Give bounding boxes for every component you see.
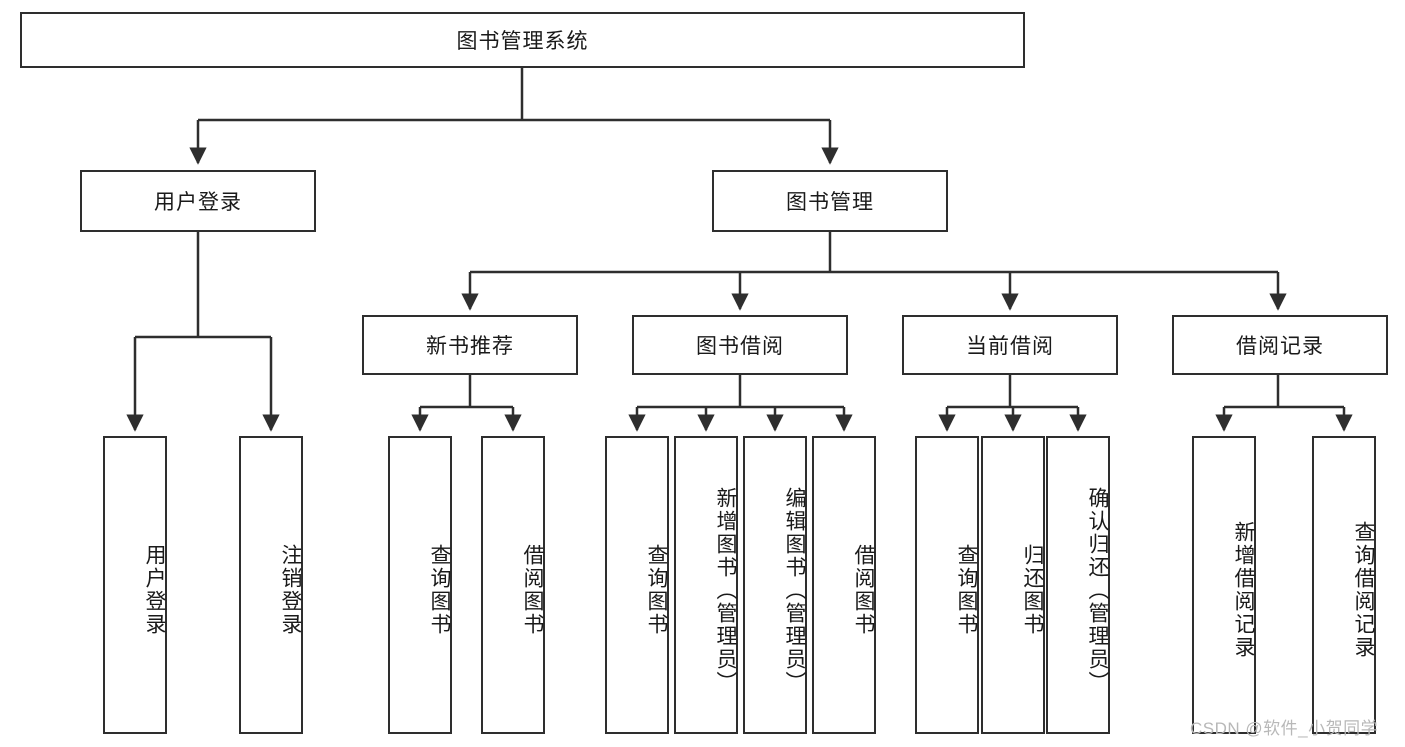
node-leaf-query-book-3-label: 查询图书 [955, 544, 978, 636]
node-current-borrow-label: 当前借阅 [966, 335, 1054, 358]
node-leaf-add-book-label: 新增图书（管理员） [714, 486, 737, 694]
node-leaf-confirm-return[interactable]: 确认归还（管理员） [1046, 436, 1110, 734]
node-book-management[interactable]: 图书管理 [712, 170, 948, 232]
node-new-book-recommend-label: 新书推荐 [426, 335, 514, 358]
node-book-borrow[interactable]: 图书借阅 [632, 315, 848, 375]
node-leaf-query-book-2[interactable]: 查询图书 [605, 436, 669, 734]
node-leaf-query-book-1-label: 查询图书 [428, 544, 451, 636]
node-borrow-record-label: 借阅记录 [1236, 335, 1324, 358]
node-leaf-borrow-book-2-label: 借阅图书 [852, 544, 875, 636]
node-leaf-borrow-book-1-label: 借阅图书 [521, 544, 544, 636]
node-root-label: 图书管理系统 [456, 30, 589, 53]
node-leaf-return-book[interactable]: 归还图书 [981, 436, 1045, 734]
node-user-login[interactable]: 用户登录 [80, 170, 316, 232]
node-leaf-return-book-label: 归还图书 [1021, 544, 1044, 636]
node-leaf-edit-book-label: 编辑图书（管理员） [783, 486, 806, 694]
node-current-borrow[interactable]: 当前借阅 [902, 315, 1118, 375]
node-new-book-recommend[interactable]: 新书推荐 [362, 315, 578, 375]
node-book-management-label: 图书管理 [786, 191, 874, 214]
csdn-watermark: CSDN @软件_小贺同学 [1190, 719, 1379, 738]
node-user-login-label: 用户登录 [154, 191, 242, 214]
node-leaf-query-book-2-label: 查询图书 [645, 544, 668, 636]
node-leaf-logout-login-label: 注销登录 [279, 544, 302, 636]
node-leaf-edit-book[interactable]: 编辑图书（管理员） [743, 436, 807, 734]
node-leaf-borrow-book-2[interactable]: 借阅图书 [812, 436, 876, 734]
node-leaf-user-login-label: 用户登录 [143, 544, 166, 636]
node-leaf-query-record[interactable]: 查询借阅记录 [1312, 436, 1376, 734]
node-leaf-borrow-book-1[interactable]: 借阅图书 [481, 436, 545, 734]
node-leaf-confirm-return-label: 确认归还（管理员） [1086, 486, 1109, 694]
node-book-borrow-label: 图书借阅 [696, 335, 784, 358]
node-borrow-record[interactable]: 借阅记录 [1172, 315, 1388, 375]
node-leaf-user-login[interactable]: 用户登录 [103, 436, 167, 734]
node-leaf-add-record[interactable]: 新增借阅记录 [1192, 436, 1256, 734]
node-leaf-add-record-label: 新增借阅记录 [1232, 521, 1255, 659]
node-root-book-management-system[interactable]: 图书管理系统 [20, 12, 1025, 68]
node-leaf-query-book-3[interactable]: 查询图书 [915, 436, 979, 734]
node-leaf-logout-login[interactable]: 注销登录 [239, 436, 303, 734]
node-leaf-add-book[interactable]: 新增图书（管理员） [674, 436, 738, 734]
node-leaf-query-record-label: 查询借阅记录 [1352, 521, 1375, 659]
node-leaf-query-book-1[interactable]: 查询图书 [388, 436, 452, 734]
